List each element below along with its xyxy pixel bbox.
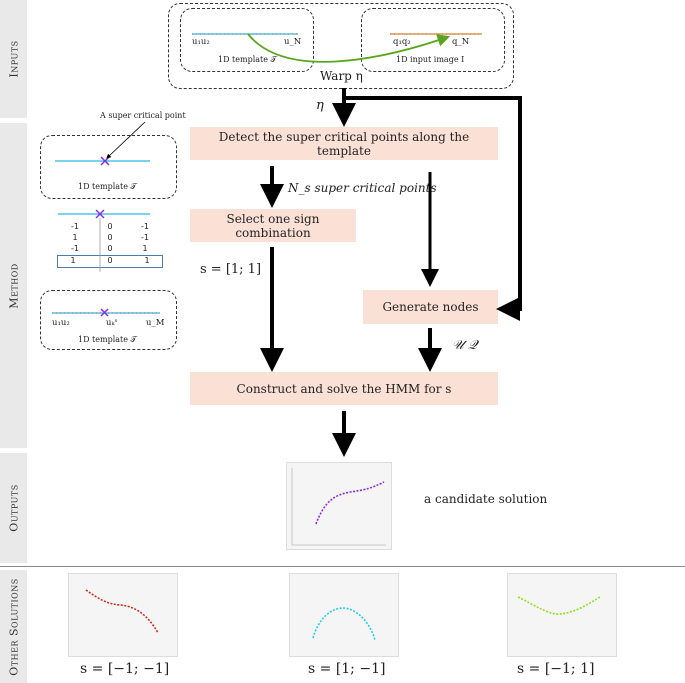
table-row: 1 0 -1 bbox=[60, 233, 160, 244]
table-cell: 0 bbox=[107, 256, 113, 265]
solution-curve-1 bbox=[85, 589, 159, 634]
section-inputs: Inputs bbox=[0, 0, 27, 118]
construct-box: Construct and solve the HMM for s bbox=[190, 372, 498, 405]
generate-box: Generate nodes bbox=[363, 290, 498, 324]
solution-plot-1 bbox=[68, 573, 178, 657]
warp-arrow bbox=[247, 33, 451, 63]
image-right-label: q_N bbox=[452, 37, 470, 47]
candidate-curve bbox=[315, 481, 385, 525]
s-value-label: s = [1; 1] bbox=[200, 262, 262, 277]
illustration-box-1 bbox=[40, 135, 177, 199]
illustration-right-label: u_M bbox=[146, 318, 165, 328]
solution-label-2: s = [1; −1] bbox=[308, 661, 386, 677]
table-cell: 0 bbox=[107, 233, 113, 242]
candidate-label: a candidate solution bbox=[424, 492, 548, 506]
solution-label-1: s = [−1; −1] bbox=[80, 661, 170, 677]
illustration-caption-2: 1D template 𝒯 bbox=[78, 335, 137, 344]
table-cell: 0 bbox=[107, 244, 113, 253]
candidate-plot bbox=[286, 462, 392, 550]
section-outputs: Outputs bbox=[0, 453, 27, 563]
sign-table: -1 0 -1 1 0 -1 -1 0 1 1 0 1 bbox=[57, 222, 163, 268]
illustration-caption-1: 1D template 𝒯 bbox=[78, 182, 137, 191]
super-critical-marker-2 bbox=[100, 308, 109, 317]
table-cell: -1 bbox=[71, 244, 79, 253]
table-cell: -1 bbox=[141, 233, 149, 242]
table-cell: 1 bbox=[70, 256, 76, 265]
table-cell: -1 bbox=[141, 222, 149, 231]
detect-box: Detect the super critical points along t… bbox=[190, 127, 498, 160]
input-image-box bbox=[361, 8, 505, 72]
table-row: -1 0 1 bbox=[60, 244, 160, 255]
illustration-mid-label: uₖˢ bbox=[106, 318, 118, 328]
table-cell: 1 bbox=[144, 256, 150, 265]
table-row-selected: 1 0 1 bbox=[57, 255, 163, 268]
solution-plot-2 bbox=[289, 573, 399, 657]
candidate-plot-ticks bbox=[291, 468, 386, 546]
solution-label-3: s = [−1; 1] bbox=[517, 661, 595, 677]
super-critical-marker-table bbox=[95, 209, 105, 219]
template-right-label: u_N bbox=[284, 37, 302, 47]
ns-label: N_s super critical points bbox=[288, 181, 437, 195]
illustration-left-label: u₁u₂ bbox=[52, 318, 70, 328]
image-caption: 1D input image I bbox=[396, 55, 465, 64]
eta-label: η bbox=[316, 98, 324, 113]
table-cell: 1 bbox=[72, 233, 78, 242]
illustration-box-2 bbox=[40, 290, 177, 350]
template-left-label: u₁u₂ bbox=[192, 37, 210, 47]
warp-label: Warp η bbox=[320, 69, 363, 83]
uq-label: 𝒰 𝒬 bbox=[452, 338, 478, 353]
solution-plot-3 bbox=[507, 573, 617, 657]
solution-curve-2 bbox=[312, 607, 376, 641]
table-cell: 0 bbox=[107, 222, 113, 231]
select-box: Select one sign combination bbox=[190, 209, 356, 242]
image-left-label: q₁q₂ bbox=[393, 37, 411, 47]
template-box bbox=[180, 8, 314, 72]
arrow-eta-right bbox=[344, 96, 522, 321]
inputs-container bbox=[168, 3, 514, 89]
solution-curve-3 bbox=[517, 596, 601, 615]
table-cell: -1 bbox=[71, 222, 79, 231]
separator-line bbox=[0, 566, 685, 567]
callout-pointer bbox=[106, 121, 146, 159]
table-cell: 1 bbox=[142, 244, 148, 253]
section-other: Other Solutions bbox=[0, 570, 27, 683]
template-caption: 1D template 𝒯 bbox=[218, 55, 277, 64]
table-row: -1 0 -1 bbox=[60, 222, 160, 233]
callout-text: A super critical point bbox=[100, 111, 186, 120]
section-method: Method bbox=[0, 123, 27, 448]
